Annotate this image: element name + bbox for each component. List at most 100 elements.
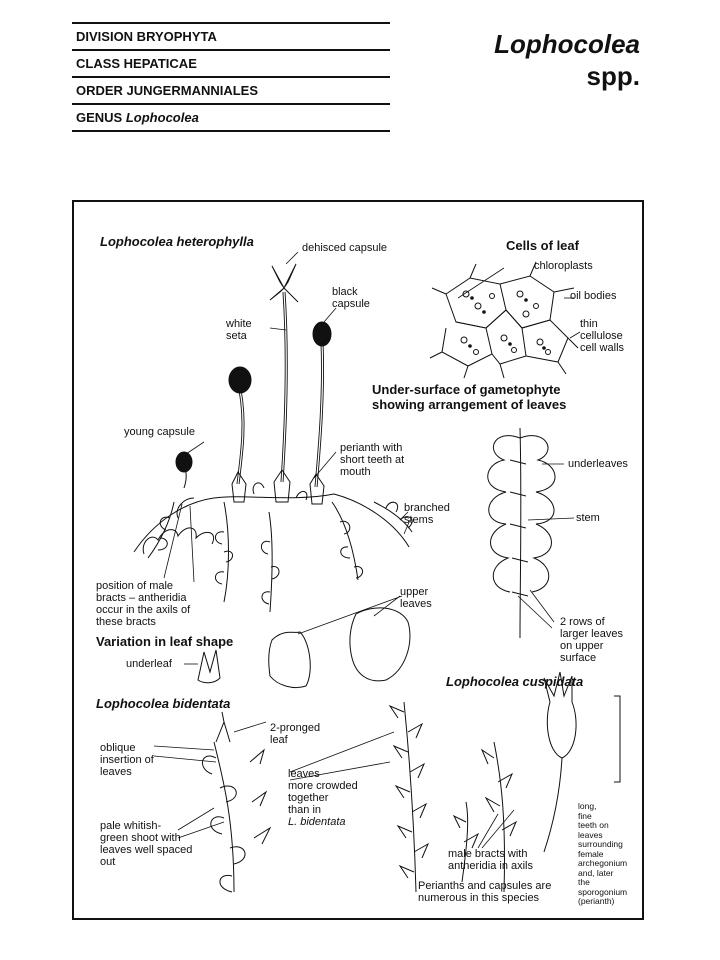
label-line: perianth with (340, 442, 403, 454)
taxonomy-block: DIVISION BRYOPHYTA CLASS HEPATICAE ORDER… (72, 22, 390, 132)
label-line: cell walls (580, 342, 625, 354)
leaf-cells-drawing (429, 261, 579, 379)
label-chloroplasts: chloroplasts (534, 260, 593, 272)
label-line: leaves (400, 598, 432, 610)
label-line: leaves well spaced (100, 844, 193, 856)
label-stem: stem (576, 512, 600, 524)
label-line: these bracts (96, 616, 156, 628)
label-line: Perianths and capsules are (418, 880, 552, 892)
label-line: teeth on (578, 820, 609, 830)
label-line: short teeth at (340, 454, 405, 466)
label-line: pale whitish- (100, 820, 162, 832)
label-line: more crowded (288, 780, 358, 792)
genus-label: GENUS Lophocolea (72, 103, 390, 132)
heading-cuspidata: Lophocolea cuspidata (446, 674, 584, 689)
heading-line: showing arrangement of leaves (372, 397, 567, 412)
label-line: fine (578, 810, 592, 821)
label-line: stems (404, 514, 434, 526)
crowded-shoot-drawing (388, 701, 430, 893)
label-line: cellulose (580, 330, 623, 342)
genus-prefix: GENUS (76, 110, 123, 125)
leader-lines (153, 251, 581, 849)
order-label: ORDER JUNGERMANNIALES (72, 76, 390, 103)
label-line: (perianth) (578, 896, 615, 906)
label-line: position of male (96, 580, 174, 592)
label-line: surrounding (578, 839, 623, 849)
label-line: female (578, 848, 604, 859)
label-line: out (100, 856, 116, 868)
heading-cells-of-leaf: Cells of leaf (506, 238, 579, 253)
cuspidata-drawing (452, 671, 621, 893)
label-line: white (226, 318, 252, 330)
label-line: male bracts with (448, 848, 528, 860)
heading-variation: Variation in leaf shape (96, 634, 234, 649)
label-young-capsule: young capsule (124, 426, 195, 438)
label-line: thin (580, 318, 598, 330)
label-line: sporogonium (578, 886, 628, 897)
label-line: 2 rows of (560, 616, 605, 628)
label-line: seta (226, 330, 247, 342)
label-line: bracts – antheridia (96, 592, 187, 604)
heading-heterophylla: Lophocolea heterophylla (100, 234, 254, 249)
label-long-teeth: long, fine teeth on leaves surrounding f… (578, 801, 628, 907)
label-dehisced-capsule: dehisced capsule (302, 242, 388, 254)
genus-name: Lophocolea (125, 110, 199, 125)
class-label: CLASS HEPATICAE (72, 49, 390, 76)
label-line: insertion of (100, 754, 154, 766)
label-underleaves: underleaves (568, 458, 628, 470)
under-surface-drawing (487, 427, 556, 639)
label-line: green shoot with (100, 832, 181, 844)
label-line: leaf (270, 734, 288, 746)
label-line: occur in the axils of (96, 604, 191, 616)
label-line: branched (404, 502, 450, 514)
label-line: leaves (288, 768, 320, 780)
label-line: than in (288, 804, 322, 816)
leaf-shape-drawings (197, 607, 411, 689)
label-line: mouth (340, 466, 371, 478)
label-line: antheridia in axils (448, 860, 533, 872)
label-line: archegonium (578, 858, 628, 868)
label-line: 2-pronged (270, 722, 321, 734)
title-genus: Lophocolea (494, 29, 640, 59)
diagram-panel: Lophocolea heterophylla dehisced capsule… (72, 200, 644, 920)
label-line: L. bidentata (288, 816, 346, 828)
label-underleaf: underleaf (126, 658, 172, 670)
label-line: long, (578, 801, 597, 811)
label-line: surface (560, 652, 597, 664)
label-line: and, later (578, 867, 614, 878)
title-species: spp. (586, 61, 640, 91)
label-line: oblique (100, 742, 136, 754)
label-line: leaves (578, 829, 603, 840)
label-line: the (578, 877, 590, 887)
heading-bidentata: Lophocolea bidentata (96, 696, 231, 711)
page-title: Lophocolea spp. (494, 28, 640, 92)
label-line: capsule (332, 298, 370, 310)
heterophylla-plant-drawing (133, 263, 413, 613)
diagram-artwork (133, 251, 621, 893)
label-line: leaves (100, 766, 132, 778)
heading-line: Under-surface of gametophyte (372, 382, 561, 397)
label-line: together (288, 792, 329, 804)
label-line: on upper (560, 640, 604, 652)
label-line: numerous in this species (418, 892, 540, 904)
label-oil-bodies: oil bodies (570, 290, 617, 302)
division-label: DIVISION BRYOPHYTA (72, 22, 390, 49)
label-line: black (332, 286, 358, 298)
label-line: upper (400, 586, 429, 598)
label-line: larger leaves (560, 628, 623, 640)
